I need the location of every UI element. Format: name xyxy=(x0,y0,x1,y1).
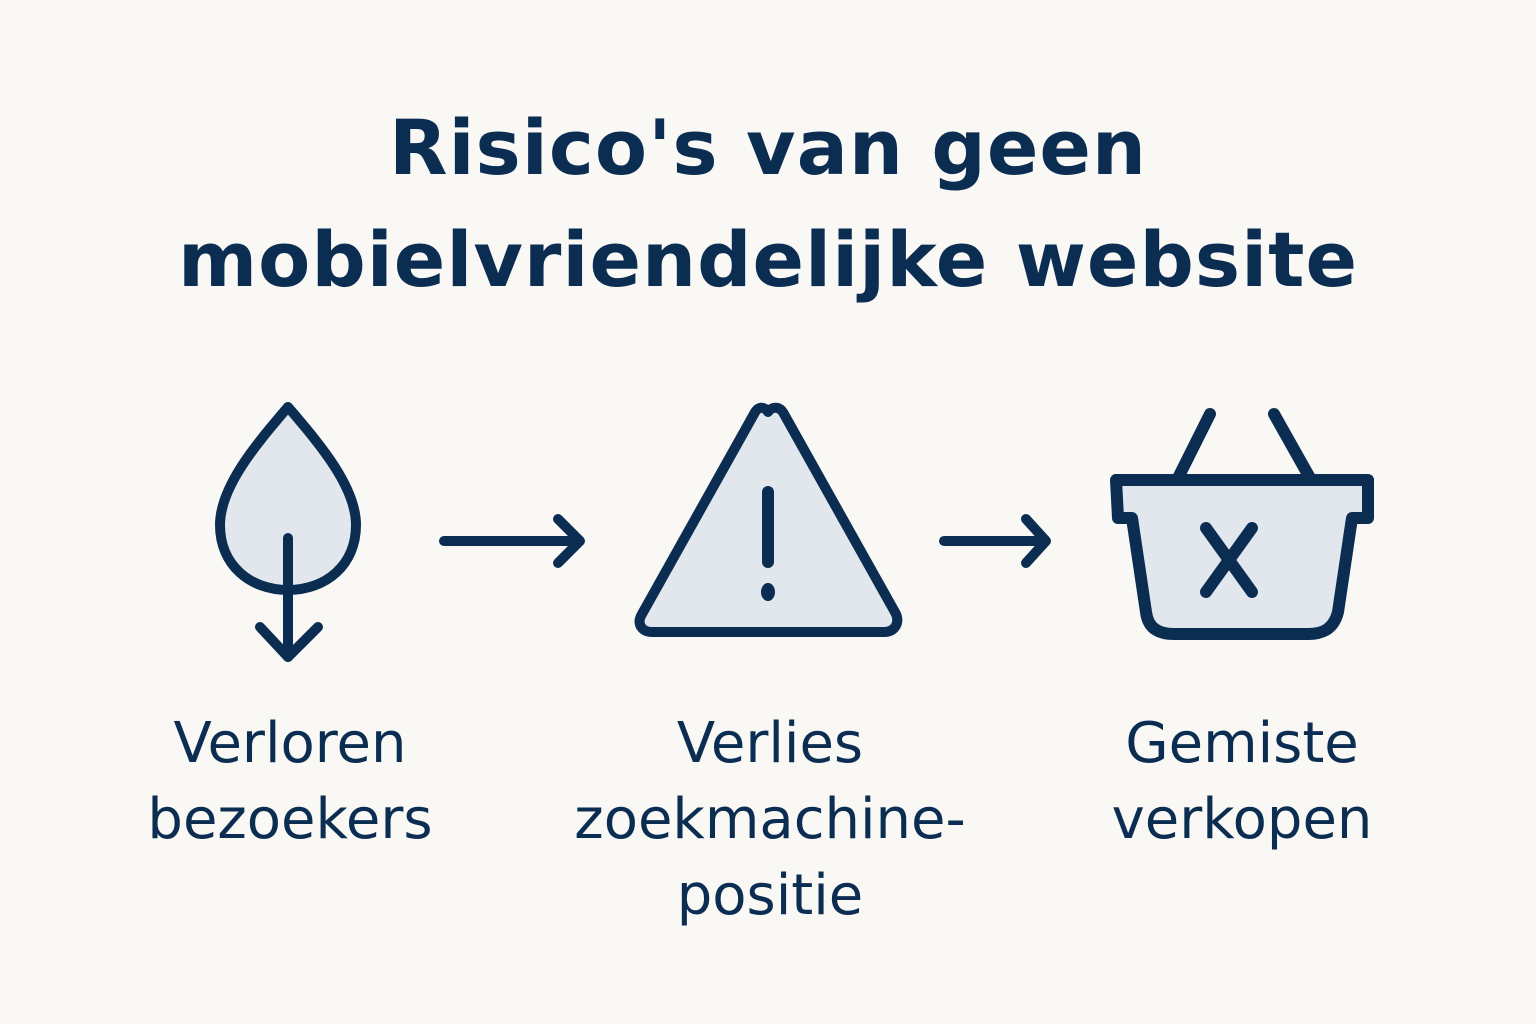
step-label-gemiste-verkopen: Gemiste verkopen xyxy=(1111,711,1373,852)
leaf-down-arrow-icon xyxy=(215,402,361,662)
title-line-2: mobielvriendelijke website xyxy=(177,215,1359,304)
arrow-right-icon xyxy=(939,514,1051,568)
step-label-verlies-zoekmachinepositie: Verlies zoekmachine- positie xyxy=(574,711,966,928)
arrow-right-icon xyxy=(439,514,585,568)
step-label-verloren-bezoekers: Verloren bezoekers xyxy=(147,711,433,852)
page-title: Risico's van geen mobielvriendelijke web… xyxy=(0,92,1536,316)
title-line-1: Risico's van geen xyxy=(388,103,1148,192)
warning-triangle-icon xyxy=(634,402,903,637)
basket-x-icon xyxy=(1110,408,1374,640)
